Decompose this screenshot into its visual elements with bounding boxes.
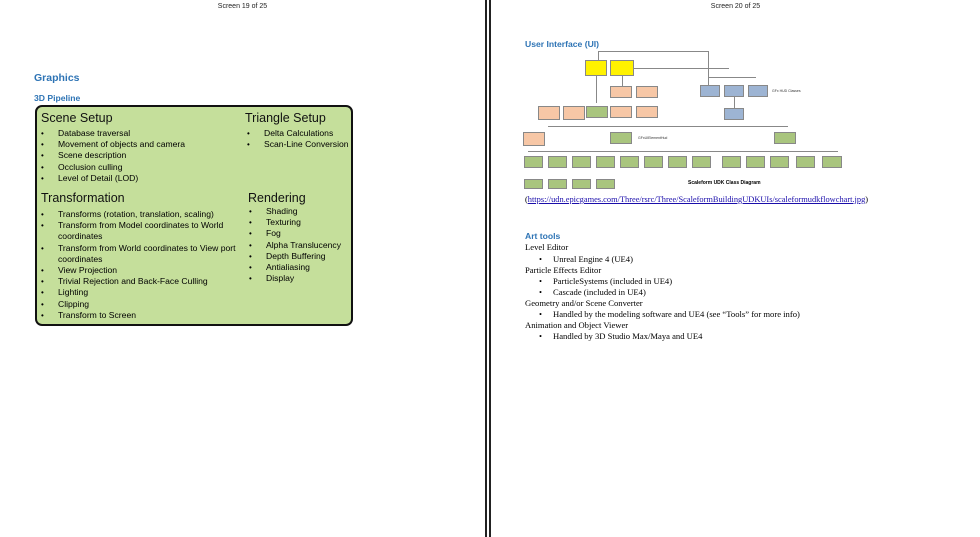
diagram-node [524, 156, 543, 168]
section-heading-graphics: Graphics [34, 72, 80, 84]
pipeline-diagram: Scene Setup Database traversal Movement … [35, 105, 353, 326]
diagram-node [724, 108, 744, 120]
diagram-node [563, 106, 585, 120]
diagram-node [700, 85, 720, 97]
list-item: Trivial Rejection and Back-Face Culling [39, 276, 249, 287]
diagram-node [523, 132, 545, 146]
diagram-node [572, 179, 591, 189]
transformation-list: Transforms (rotation, translation, scali… [39, 209, 249, 321]
diagram-caption: Scaleform UDK Class Diagram [688, 180, 761, 186]
list-item: Database traversal [39, 128, 185, 139]
section-title-animation-viewer: Animation and Object Viewer [525, 320, 629, 330]
list-item: Transform from Model coordinates to Worl… [39, 220, 249, 242]
list-item: Fog [247, 228, 341, 239]
diagram-node [668, 156, 687, 168]
diagram-hud-label: GFx HUD Classes [772, 89, 801, 93]
diagram-node [722, 156, 741, 168]
diagram-node [586, 106, 608, 118]
diagram-node [596, 179, 615, 189]
list-item: Lighting [39, 287, 249, 298]
rendering-list: Shading Texturing Fog Alpha Translucency… [247, 206, 341, 285]
list-item: Handled by the modeling software and UE4… [539, 309, 800, 320]
diagram-node [724, 85, 744, 97]
subheading-3d-pipeline: 3D Pipeline [34, 93, 81, 103]
triangle-setup-title: Triangle Setup [245, 111, 326, 125]
diagram-node [538, 106, 560, 120]
section-title-geometry-converter: Geometry and/or Scene Converter [525, 298, 643, 308]
diagram-node [572, 156, 591, 168]
scaleform-class-diagram: GFx HUD Classes GFxUIElementHud Scalefor… [518, 48, 848, 189]
diagram-node [585, 60, 607, 76]
heading-art-tools: Art tools [525, 231, 561, 241]
diagram-node [822, 156, 842, 168]
list-item: ParticleSystems (included in UE4) [539, 276, 672, 287]
list-item: Handled by 3D Studio Max/Maya and UE4 [539, 331, 702, 342]
diagram-node [774, 132, 796, 144]
diagram-link-line: (https://udn.epicgames.com/Three/rsrc/Th… [525, 195, 869, 204]
list-item: Display [247, 273, 341, 284]
diagram-node [596, 156, 615, 168]
scene-setup-list: Database traversal Movement of objects a… [39, 128, 185, 184]
transformation-title: Transformation [41, 191, 125, 205]
diagram-node [692, 156, 711, 168]
list-item: Texturing [247, 217, 341, 228]
diagram-node [610, 106, 632, 118]
diagram-source-link[interactable]: https://udn.epicgames.com/Three/rsrc/Thr… [527, 195, 866, 204]
list-item: Transform to Screen [39, 310, 249, 321]
diagram-node [636, 106, 658, 118]
list-item: Level of Detail (LOD) [39, 173, 185, 184]
list-item: Clipping [39, 299, 249, 310]
diagram-node [548, 179, 567, 189]
list-item: View Projection [39, 265, 249, 276]
list-item: Antialiasing [247, 262, 341, 273]
diagram-node [610, 132, 632, 144]
diagram-node [610, 86, 632, 98]
section-title-particle-effects: Particle Effects Editor [525, 265, 602, 275]
list-item: Alpha Translucency [247, 240, 341, 251]
heading-user-interface: User Interface (UI) [525, 39, 600, 49]
list-item: Movement of objects and camera [39, 139, 185, 150]
diagram-node [548, 156, 567, 168]
list-item: Delta Calculations [245, 128, 349, 139]
diagram-node [748, 85, 768, 97]
scene-setup-title: Scene Setup [41, 111, 113, 125]
list-item: Unreal Engine 4 (UE4) [539, 254, 633, 265]
list-item: Scan-Line Conversion [245, 139, 349, 150]
diagram-node [636, 86, 658, 98]
diagram-node [796, 156, 815, 168]
list-item: Depth Buffering [247, 251, 341, 262]
diagram-node [610, 60, 634, 76]
list-item: Transform from World coordinates to View… [39, 243, 249, 265]
section-title-level-editor: Level Editor [525, 242, 569, 252]
diagram-node [746, 156, 765, 168]
screen-label: Screen 19 of 25 [217, 3, 268, 10]
diagram-node [620, 156, 639, 168]
diagram-mid-label: GFxUIElementHud [638, 136, 668, 140]
diagram-node [524, 179, 543, 189]
list-item: Cascade (included in UE4) [539, 287, 646, 298]
rendering-title: Rendering [248, 191, 306, 205]
page-screen-19: Screen 19 of 25 Graphics 3D Pipeline Sce… [0, 0, 485, 537]
list-item: Scene description [39, 150, 185, 161]
diagram-node [644, 156, 663, 168]
list-item: Occlusion culling [39, 162, 185, 173]
list-item: Transforms (rotation, translation, scali… [39, 209, 249, 220]
page-divider [485, 0, 491, 537]
screen-label: Screen 20 of 25 [710, 3, 761, 10]
triangle-setup-list: Delta Calculations Scan-Line Conversion [245, 128, 349, 151]
diagram-node [770, 156, 789, 168]
list-item: Shading [247, 206, 341, 217]
